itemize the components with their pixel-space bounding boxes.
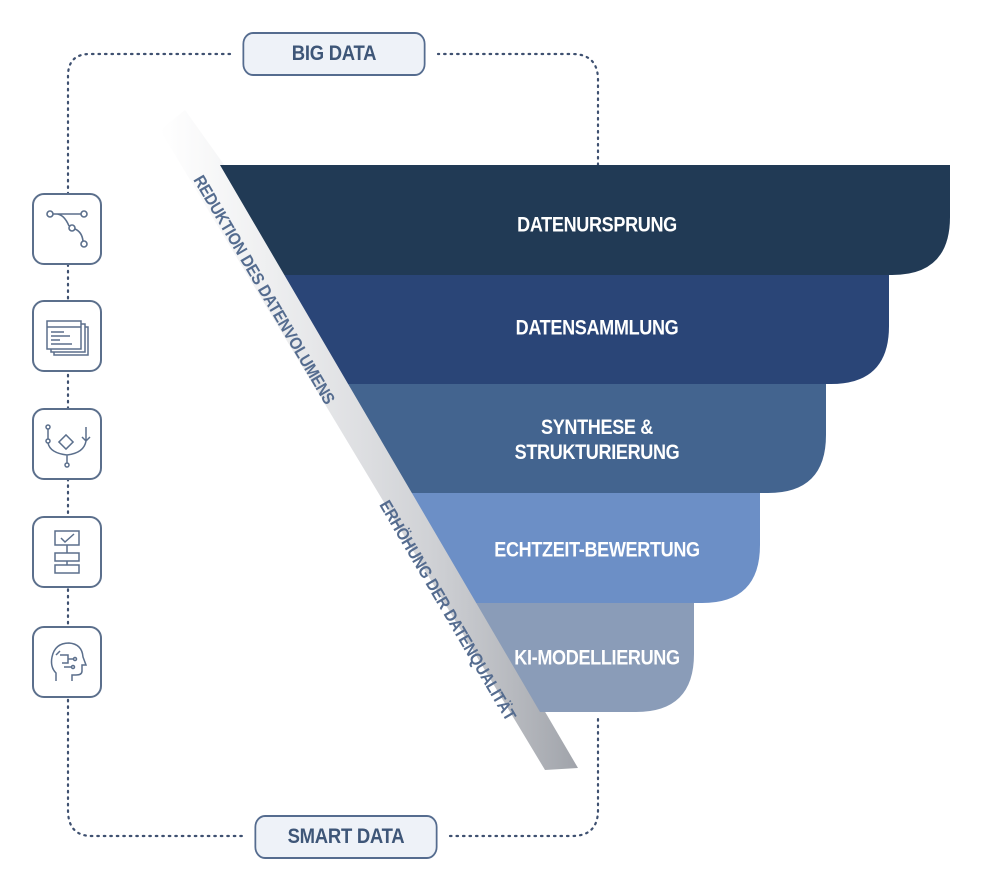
layer-label-5: KI-MODELLIERUNG [514,646,680,670]
funnel-layer-4 [411,493,760,603]
branch-flow-icon [46,210,88,248]
decision-flow-icon [45,424,91,468]
smart-data-label: SMART DATA [254,815,438,859]
funnel-layer-5 [476,603,694,712]
icon-box-5 [32,626,102,698]
big-data-label: BIG DATA [242,32,426,76]
icon-box-3 [32,408,102,480]
funnel-layer-3 [348,384,826,493]
funnel-layer-2 [284,275,890,384]
layer-label-1: DATENURSPRUNG [517,213,677,237]
funnel-layer-1 [220,165,950,275]
layer-label-3: SYNTHESE & STRUKTURIERUNG [514,416,680,464]
layer-label-2: DATENSAMMLUNG [515,316,679,340]
dotted-loop [66,52,600,838]
ai-head-icon [50,642,88,681]
icon-box-4 [32,516,102,588]
checklist-flow-icon [54,530,80,574]
data-documents-icon [46,320,89,356]
icon-box-2 [32,300,102,372]
layer-label-4: ECHTZEIT-BEWERTUNG [494,538,700,562]
icon-box-1 [32,193,102,265]
diagonal-shadow [160,110,578,770]
